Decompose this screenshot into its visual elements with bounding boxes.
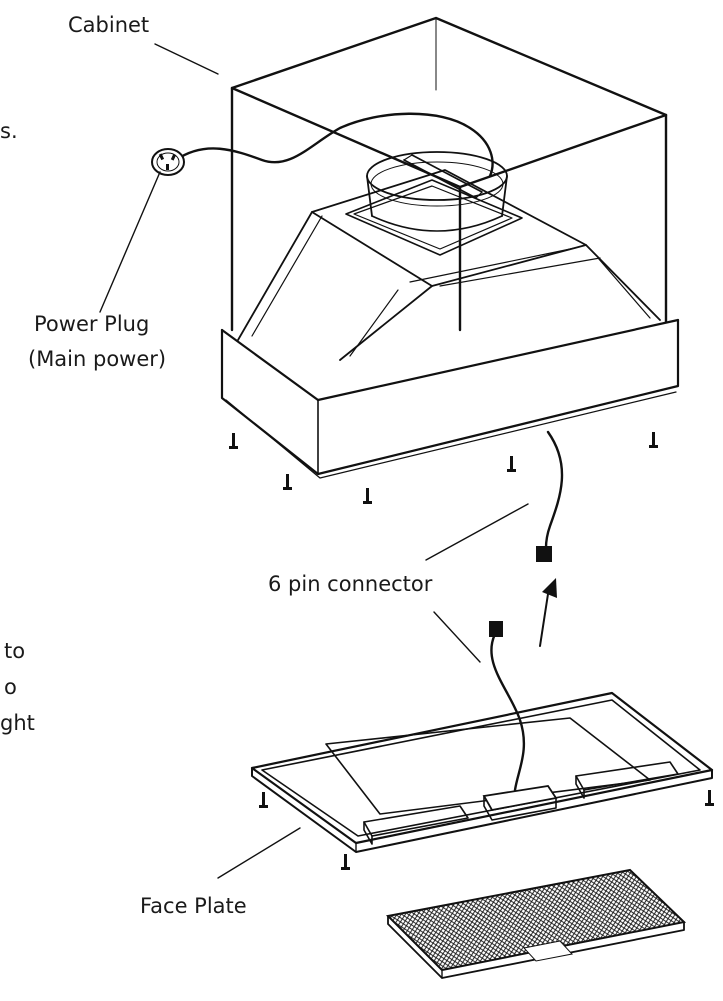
cabinet-box	[230, 16, 668, 332]
leader-lines	[99, 43, 529, 879]
cabinet-leader	[154, 43, 219, 75]
power-plug-label: Power Plug	[34, 312, 149, 336]
faceplate-cable	[490, 630, 526, 792]
cropped-text-top: s.	[0, 119, 18, 143]
face-plate-label: Face Plate	[140, 894, 247, 918]
screw-icon	[341, 854, 350, 870]
cabinet-cable	[544, 430, 564, 554]
cropped-text-bottom-3: ght	[0, 711, 35, 735]
arrow-up-icon	[539, 578, 557, 647]
face-plate-leader	[217, 827, 301, 879]
power-plug-icon	[151, 148, 185, 176]
screw-icon	[259, 792, 268, 808]
connector-leader-bottom	[433, 611, 481, 663]
cabinet-screws	[229, 432, 658, 504]
connector-label: 6 pin connector	[268, 572, 433, 596]
power-plug-sublabel: (Main power)	[28, 347, 166, 371]
screw-icon	[363, 488, 372, 504]
power-plug-leader	[99, 171, 161, 313]
connector-plug-top-icon	[536, 546, 552, 562]
screw-icon	[507, 456, 516, 472]
grease-filter	[385, 868, 687, 979]
screw-icon	[283, 474, 292, 490]
faceplate-screws	[259, 790, 714, 870]
screw-icon	[705, 790, 714, 806]
duct-collar	[345, 151, 523, 256]
hood-skirt	[220, 318, 680, 479]
connector-plug-bottom-icon	[489, 621, 503, 637]
cabinet-label: Cabinet	[68, 13, 149, 37]
power-cord	[174, 112, 494, 178]
cropped-text-bottom-2: o	[4, 675, 17, 699]
cropped-text-bottom-1: to	[4, 639, 25, 663]
screw-icon	[649, 432, 658, 448]
connector-leader-top	[425, 503, 529, 561]
screw-icon	[229, 433, 238, 449]
hood-housing	[237, 169, 661, 361]
face-plate	[250, 691, 714, 853]
